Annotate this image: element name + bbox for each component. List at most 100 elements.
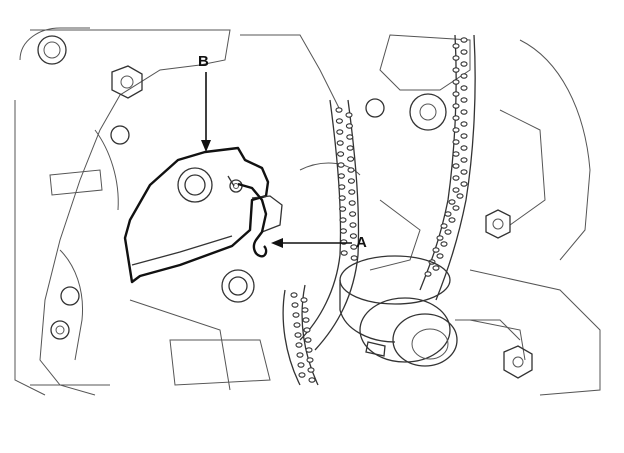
chain-link [460,169,468,175]
chain-link [337,151,345,157]
timing-chain-lower [282,284,319,386]
chain-link [349,233,357,239]
chain-link [444,229,452,235]
chain-link [339,206,347,212]
chain-link [452,151,460,157]
chain-link [452,67,460,73]
chain-link [440,241,448,247]
chain-link [436,253,444,259]
chain-tensioner [123,146,283,303]
chain-link [460,121,468,127]
chain-link [348,200,356,206]
chain-link [295,342,303,348]
chain-link [424,271,432,277]
chain-link [444,211,452,217]
chain-link [448,199,456,205]
chain-link [448,217,456,223]
chain-link [460,37,468,43]
chain-link [345,123,353,129]
tensioner-bolt-lower [221,269,255,303]
bolt-left-upper [111,65,143,99]
chain-link [337,162,345,168]
chain-link [460,61,468,67]
chain-link [337,173,345,179]
engine-block [14,27,601,396]
chain-link [306,357,314,363]
chain-link [460,109,468,115]
chain-link [290,292,298,298]
chain-link [452,55,460,61]
chain-link [350,255,358,261]
chain-link [338,195,346,201]
chain-link [297,362,305,368]
chain-link [452,127,460,133]
bolt-right-lower [503,345,533,379]
chain-link [349,222,357,228]
idler-pulley [409,93,447,131]
chain-link [350,244,358,250]
chain-link [347,156,355,162]
chain-link [460,157,468,163]
bolt-left-lower [50,286,80,340]
chain-link [452,103,460,109]
chain-link [304,337,312,343]
callout-b: B [198,53,211,152]
chain-link [293,322,301,328]
callout-a-label: A [356,234,367,251]
small-pulley [365,98,385,118]
chain-link [460,133,468,139]
chain-link [303,327,311,333]
chain-link [307,367,315,373]
chain-link [296,352,304,358]
chain-link [291,302,299,308]
chain-link [460,73,468,79]
chain-link [460,97,468,103]
chain-link [340,250,348,256]
chain-link [460,181,468,187]
bolt-top-left [37,35,67,65]
chain-link [347,167,355,173]
chain-link [336,140,344,146]
chain-link [346,134,354,140]
chain-link [347,178,355,184]
chain-link [349,211,357,217]
chain-link [452,163,460,169]
chain-link [335,118,343,124]
arrow-head-icon [271,238,283,248]
chain-link [292,312,300,318]
bolt-right-upper [485,209,511,239]
chain-link [452,79,460,85]
chain-link [294,332,302,338]
arrow-head-icon [201,140,211,152]
chain-link [452,175,460,181]
chain-link [452,205,460,211]
chain-link [302,317,310,323]
chain-link [335,107,343,113]
chain-link [452,43,460,49]
chain-link [308,377,316,383]
chain-link [460,85,468,91]
chain-link [345,112,353,118]
chain-link [436,235,444,241]
chain-link [456,193,464,199]
chain-link [346,145,354,151]
chain-link [339,228,347,234]
chain-link [336,129,344,135]
callout-b-label: B [198,53,209,70]
stopper-pin [237,182,268,258]
chain-link [452,115,460,121]
chain-link [300,297,308,303]
chain-link [338,184,346,190]
crankshaft-sprocket [339,255,521,367]
chain-link [305,347,313,353]
chain-link [432,265,440,271]
chain-link [460,145,468,151]
chain-link [460,49,468,55]
chain-link [348,189,356,195]
chain-link [301,307,309,313]
timing-chain-right [419,34,476,301]
chain-link [452,91,460,97]
tensioner-bolt-upper [177,167,213,203]
timing-chain-center [299,99,360,351]
